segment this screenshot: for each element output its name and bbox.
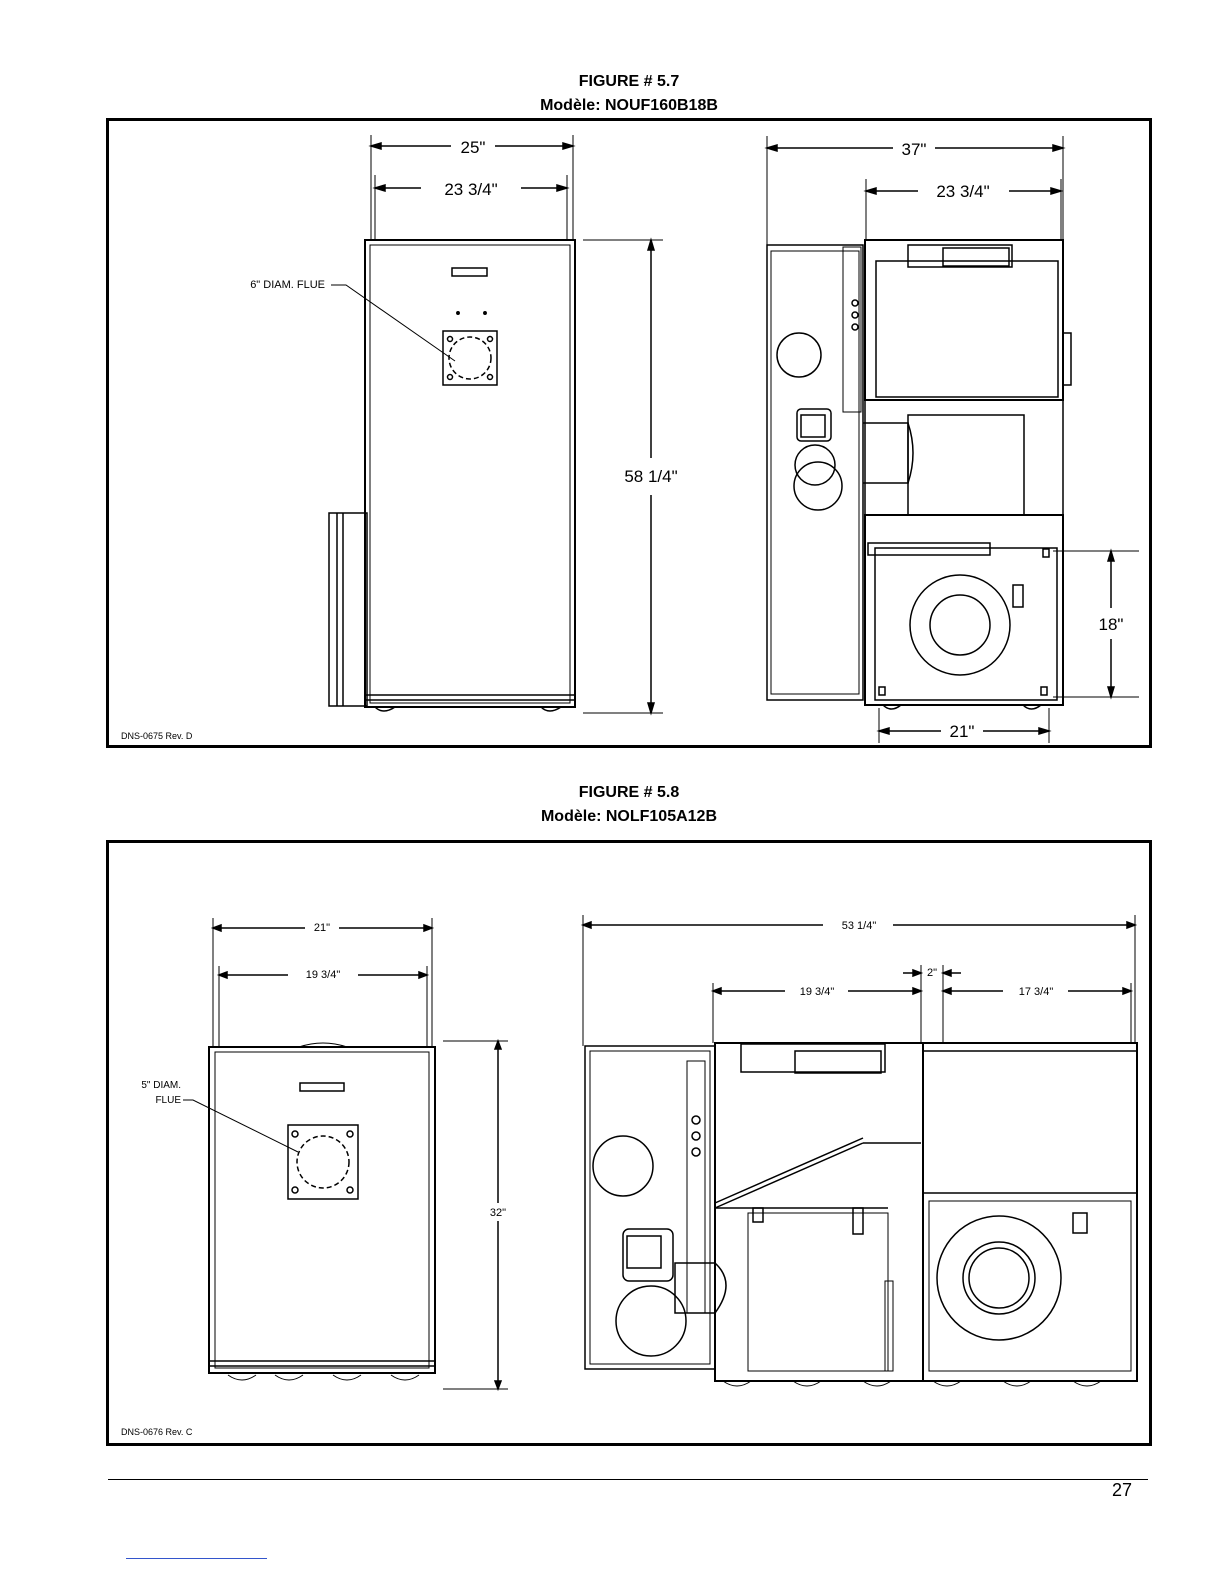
dim-length-5-8: 53 1/4" [842,920,877,932]
dim-inner-width-5-7: 23 3/4" [444,180,497,199]
drawing-reference-5-8: DNS-0676 Rev. C [121,1427,192,1437]
furnace-front-view-5-8 [183,918,508,1389]
furnace-side-view-5-7 [767,136,1139,743]
link-underline[interactable] [126,1558,267,1559]
dim-inner-width-5-8: 19 3/4" [306,969,341,981]
flue-label-line1-5-8: 5" DIAM. [141,1080,181,1091]
dim-inner-depth-5-7: 23 3/4" [936,182,989,201]
side-dimension-labels-5-7: 37" 23 3/4" 18" 21" [902,140,1124,741]
figure-5-8-title: FIGURE # 5.8 [0,782,1224,803]
figure-5-8-model: Modèle: NOLF105A12B [0,806,1224,827]
figure-5-8-drawing: 21" 19 3/4" 32" 5" DIAM. FLUE [109,843,1149,1443]
figure-5-7-drawing: 25" 23 3/4" 58 1/4" 6" DIAM. FLUE [109,121,1149,745]
footer-rule [108,1479,1148,1480]
dim-gap-5-8: 2" [927,967,937,979]
dim-section-right-5-8: 17 3/4" [1019,986,1054,998]
figure-5-7-title: FIGURE # 5.7 [0,71,1224,92]
furnace-front-view-5-7 [329,135,663,713]
furnace-side-view-5-8 [583,915,1137,1386]
figure-5-7-model: Modèle: NOUF160B18B [0,95,1224,116]
page-number: 27 [1112,1480,1132,1501]
side-dimension-labels-5-8: 53 1/4" 19 3/4" 2" 17 3/4" [800,920,1054,998]
front-dimension-labels-5-8: 21" 19 3/4" 32" 5" DIAM. FLUE [141,922,506,1219]
dim-width-5-8: 21" [314,922,330,934]
dim-section-left-5-8: 19 3/4" [800,986,835,998]
dim-blower-width-5-7: 21" [950,722,975,741]
flue-label-line2-5-8: FLUE [155,1095,181,1106]
dim-width-5-7: 25" [461,138,486,157]
front-dimension-labels-5-7: 25" 23 3/4" 58 1/4" 6" DIAM. FLUE [250,138,677,486]
dim-height-5-7: 58 1/4" [624,467,677,486]
flue-label-5-7: 6" DIAM. FLUE [250,279,325,291]
figure-5-7-frame: 25" 23 3/4" 58 1/4" 6" DIAM. FLUE [106,118,1152,748]
figure-5-8-frame: 21" 19 3/4" 32" 5" DIAM. FLUE [106,840,1152,1446]
dim-height-5-8: 32" [490,1207,506,1219]
dim-depth-5-7: 37" [902,140,927,159]
drawing-reference-5-7: DNS-0675 Rev. D [121,731,192,741]
dim-blower-height-5-7: 18" [1099,615,1124,634]
